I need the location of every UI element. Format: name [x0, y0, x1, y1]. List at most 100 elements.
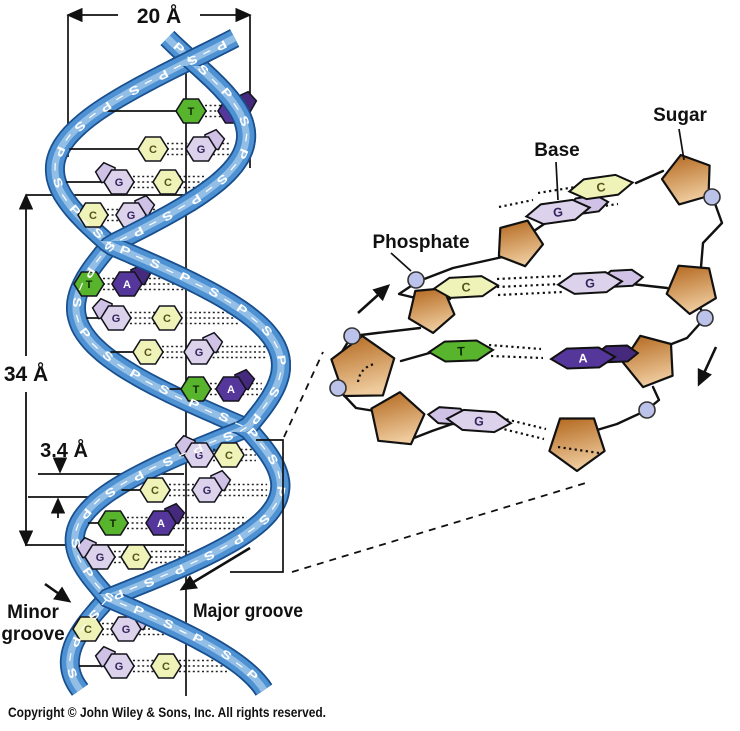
base-letter: A	[157, 518, 165, 530]
base-letter: C	[225, 450, 233, 462]
base-letter: A	[578, 351, 588, 365]
minor-groove-label-1: Minor	[7, 602, 59, 623]
flat-base-G: G	[426, 406, 513, 434]
dashed-connector-top	[283, 351, 324, 438]
label-34A: 34 Å	[4, 362, 48, 386]
base-ring	[175, 98, 207, 124]
base-letter: G	[552, 205, 564, 220]
strand-direction-arrows	[357, 284, 718, 387]
h-bond-dotted	[555, 202, 619, 215]
helix-base-C: C	[150, 653, 182, 679]
helix-base-G: G	[75, 536, 116, 570]
major-groove-arrow	[179, 546, 251, 591]
base-letter: T	[86, 279, 93, 291]
phosphate-circle	[703, 188, 721, 206]
base-letter: G	[474, 414, 485, 429]
sugar-pentagon	[665, 264, 717, 315]
backbone-segment	[417, 254, 509, 283]
h-bond-dotted	[488, 343, 542, 351]
base-ring	[77, 202, 109, 228]
minor-groove-label-2: groove	[1, 624, 64, 645]
phosphate-circle	[329, 379, 347, 397]
base-ring	[73, 271, 105, 297]
helix-base-C: C	[139, 477, 171, 503]
base-leader	[555, 161, 559, 201]
phosphate-circle	[407, 271, 425, 289]
h-bond-dotted	[490, 354, 544, 360]
h-bond-dotted	[498, 198, 534, 209]
label-20A: 20 Å	[137, 4, 181, 28]
base-letter: C	[84, 624, 92, 636]
flat-base-T: T	[427, 339, 495, 363]
base-ring	[151, 305, 183, 331]
sugar-pentagon	[548, 417, 606, 473]
base-ring	[97, 510, 129, 536]
base-label: Base	[534, 140, 579, 161]
helix-base-C: C	[152, 169, 184, 195]
base-letter: C	[89, 210, 97, 222]
base-letter: G	[115, 661, 124, 673]
phosphate-leader	[390, 252, 412, 272]
sugar-pentagon	[497, 219, 545, 268]
base-ring	[180, 376, 212, 402]
base-ring	[524, 198, 592, 226]
base-ring	[103, 169, 135, 195]
helix-base-A: A	[215, 368, 256, 402]
base-ring	[145, 510, 177, 536]
base-ring	[213, 442, 245, 468]
base-letter: G	[585, 276, 595, 290]
dashed-connector-bottom	[291, 481, 590, 573]
flat-base-C: C	[567, 173, 635, 201]
base-letter: G	[127, 210, 136, 222]
backbone-segment	[351, 326, 422, 338]
base-ring	[132, 339, 164, 365]
helix-base-C: C	[72, 616, 104, 642]
sugar-pentagon	[330, 334, 396, 398]
base-ring	[191, 477, 223, 503]
helix-base-C: C	[137, 136, 169, 162]
helix-base-C: C	[213, 442, 245, 468]
base-ring	[150, 653, 182, 679]
sugar-pentagon	[621, 334, 674, 389]
zoom-connectors	[230, 351, 590, 573]
h-bond-dotted	[557, 445, 600, 455]
helix-base-C: C	[132, 339, 164, 365]
direction-arrow-up	[357, 284, 391, 314]
base-ring	[183, 339, 215, 365]
flat-h-bonds	[488, 183, 619, 455]
helix-base-T: T	[97, 510, 129, 536]
copyright-text: Copyright © John Wiley & Sons, Inc. All …	[8, 705, 326, 720]
base-letter: T	[457, 344, 465, 358]
helix-base-C: C	[77, 202, 109, 228]
h-bond-dotted	[498, 426, 545, 441]
backbone-segment	[699, 196, 724, 269]
base-ring	[215, 376, 247, 402]
helix-base-G: G	[185, 128, 226, 162]
base-letter: G	[195, 450, 204, 462]
base-ring	[84, 544, 116, 570]
base-letter: T	[110, 518, 117, 530]
base-letter: C	[132, 552, 140, 564]
flat-phosphates	[329, 188, 721, 419]
base-letter: C	[163, 313, 171, 325]
base-letter: C	[164, 177, 172, 189]
base-letter: G	[122, 624, 131, 636]
base-letter: T	[188, 106, 195, 118]
helix-base-G: G	[183, 331, 224, 365]
sugar-pentagon	[660, 153, 711, 206]
helix-base-A: A	[145, 502, 186, 536]
backbone-segment	[667, 317, 706, 347]
base-ring	[120, 544, 152, 570]
helix-base-G: G	[91, 297, 132, 331]
helix-base-T: T	[180, 376, 212, 402]
